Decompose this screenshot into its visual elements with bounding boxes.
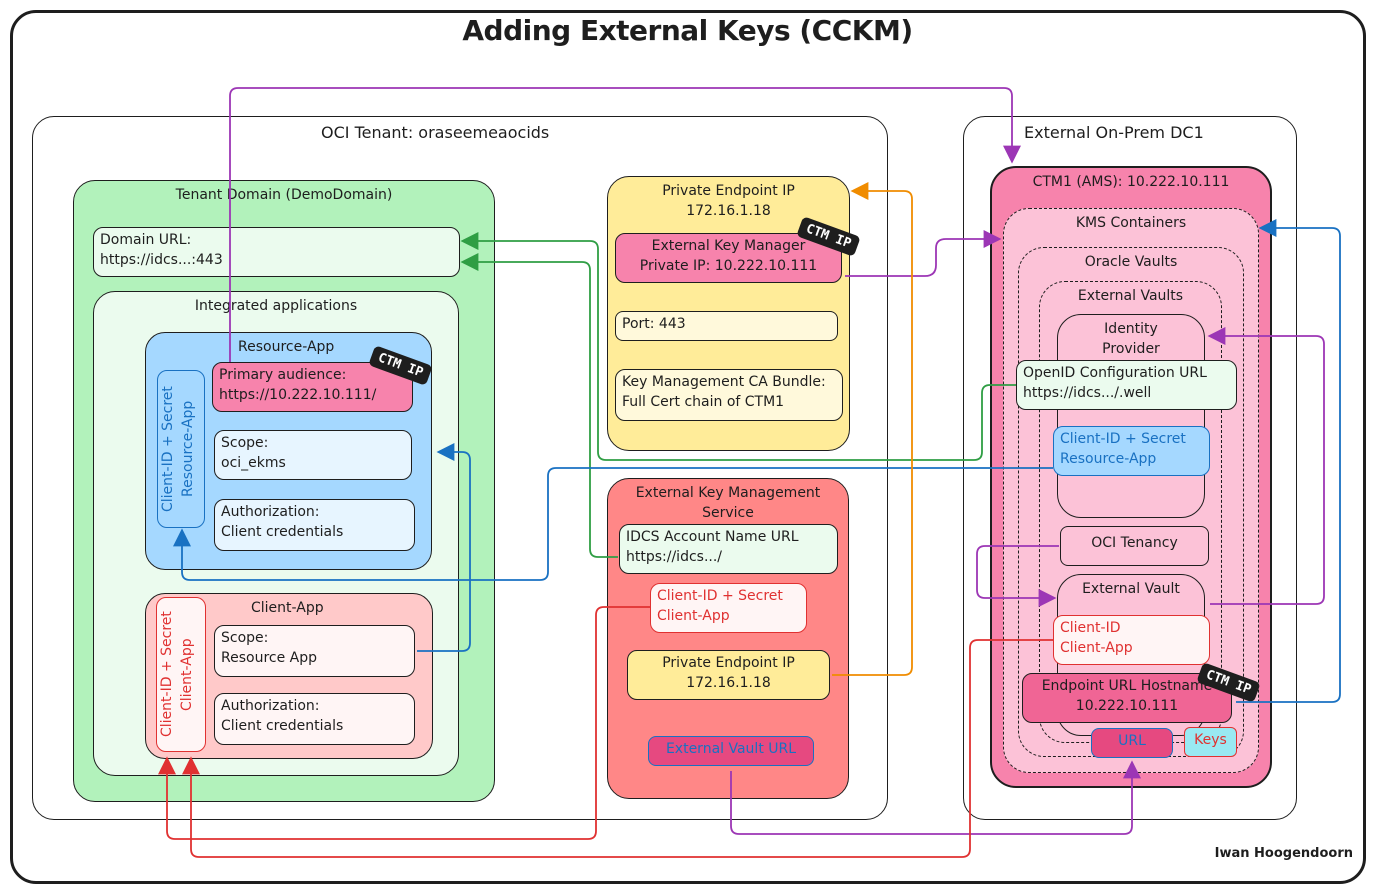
identity-provider-label: Identity Provider xyxy=(1102,321,1160,357)
idcs-url-box: IDCS Account Name URL https://idcs.../ xyxy=(619,524,838,574)
resource-app-label: Resource-App xyxy=(238,339,335,355)
ekms-private-endpoint-box: Private Endpoint IP 172.16.1.18 xyxy=(627,650,830,700)
client-app-client-secret: Client-ID + Secret Client-App xyxy=(156,597,206,752)
client-scope-box: Scope: Resource App xyxy=(214,625,415,677)
url-box: URL xyxy=(1091,728,1173,758)
vault-client-id-box: Client-ID Client-App xyxy=(1053,615,1210,665)
primary-audience-box: Primary audience: https://10.222.10.111/ xyxy=(212,362,413,412)
external-vaults-label: External Vaults xyxy=(1077,288,1184,304)
resource-scope-box: Scope: oci_ekms xyxy=(214,430,412,480)
identity-provider-container: Identity Provider xyxy=(1057,314,1205,518)
oci-tenancy-box: OCI Tenancy xyxy=(1060,526,1209,566)
client-authorization-box: Authorization: Client credentials xyxy=(214,693,415,745)
oci-tenant-label: OCI Tenant: oraseemeaocids xyxy=(321,123,550,142)
author-label: Iwan Hoogendoorn xyxy=(1214,846,1353,861)
kms-containers-label: KMS Containers xyxy=(1075,215,1187,231)
tenant-domain-label: Tenant Domain (DemoDomain) xyxy=(175,187,393,203)
oci-tenancy-label: OCI Tenancy xyxy=(1091,535,1178,551)
idp-client-secret-box: Client-ID + Secret Resource-App xyxy=(1053,426,1210,476)
openid-url-box: OpenID Configuration URL https://idcs...… xyxy=(1016,360,1237,410)
external-vault-url-box: External Vault URL xyxy=(648,736,814,766)
resource-authorization-box: Authorization: Client credentials xyxy=(214,499,415,551)
resource-app-client-secret: Client-ID + Secret Resource-App xyxy=(157,370,205,528)
integrated-apps-label: Integrated applications xyxy=(194,298,358,314)
ca-bundle-box: Key Management CA Bundle: Full Cert chai… xyxy=(615,369,843,421)
ekms-client-secret-box: Client-ID + Secret Client-App xyxy=(650,583,807,633)
oracle-vaults-label: Oracle Vaults xyxy=(1084,254,1178,270)
ctm1-label: CTM1 (AMS): 10.222.10.111 xyxy=(1032,174,1230,190)
diagram-title: Adding External Keys (CCKM) xyxy=(462,14,913,47)
diagram-frame xyxy=(10,10,1366,884)
keys-box: Keys xyxy=(1184,727,1237,757)
domain-url-box: Domain URL: https://idcs...:443 xyxy=(93,227,460,277)
external-vault-label: External Vault xyxy=(1082,581,1180,597)
onprem-label: External On-Prem DC1 xyxy=(1024,123,1204,142)
client-app-label: Client-App xyxy=(251,600,324,616)
private-endpoint-label: Private Endpoint IP 172.16.1.18 xyxy=(662,183,795,219)
port-box: Port: 443 xyxy=(615,311,838,341)
ekms-label: External Key Management Service xyxy=(635,485,821,521)
